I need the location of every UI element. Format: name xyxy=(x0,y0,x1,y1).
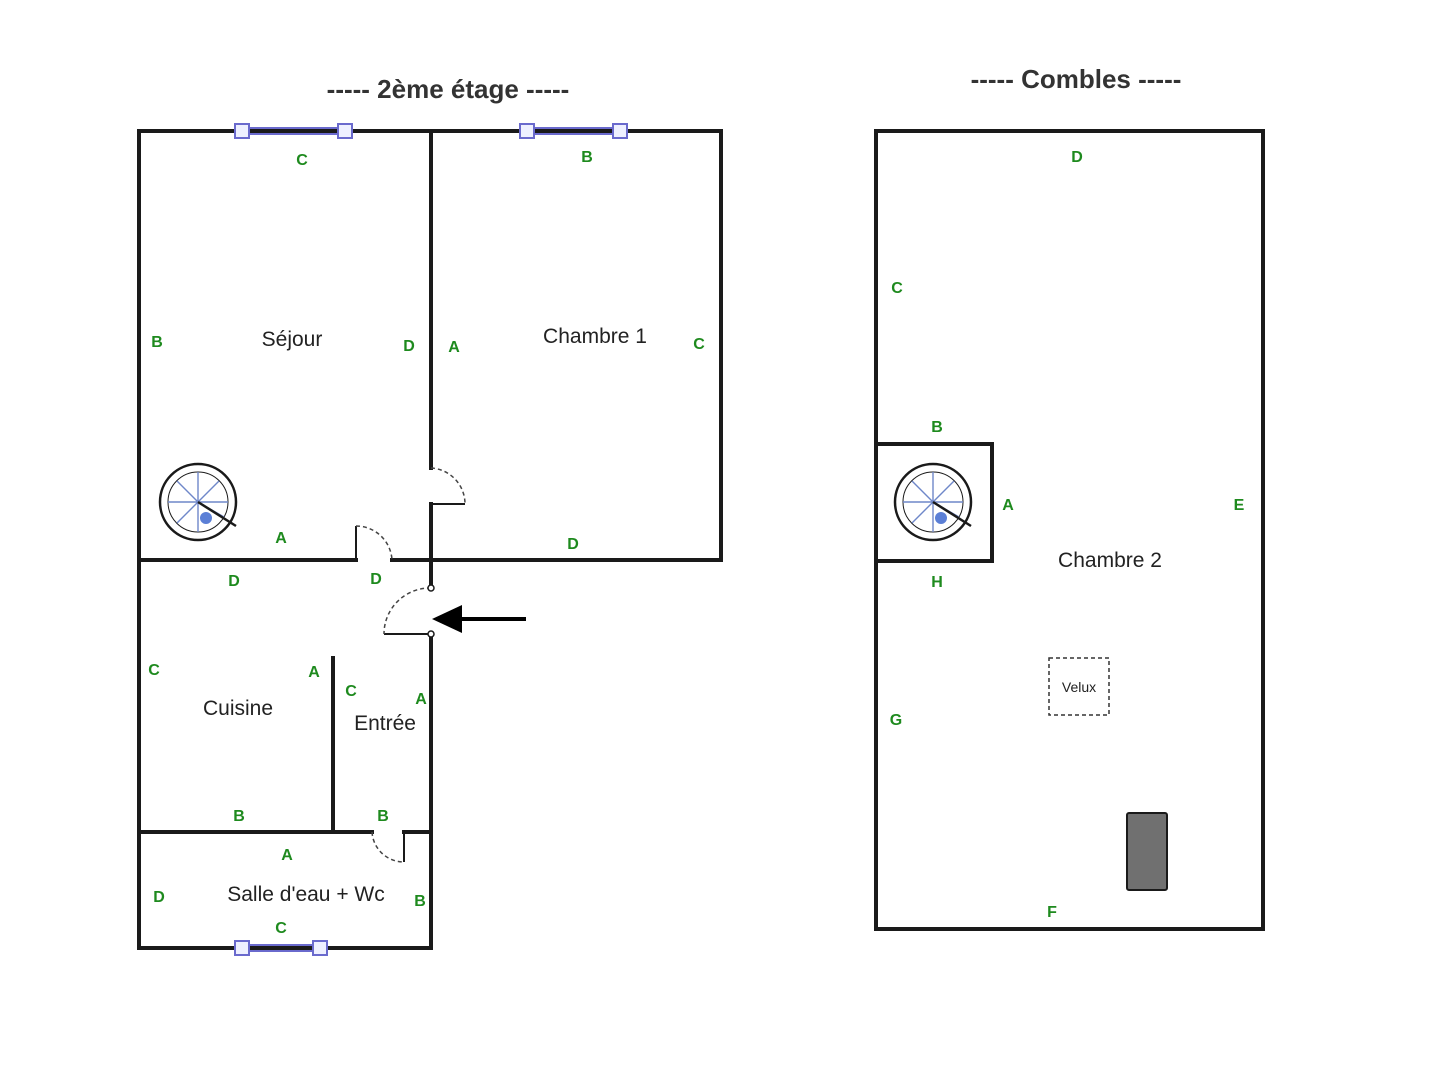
floor-title: ----- Combles ----- xyxy=(971,64,1182,94)
wall-label: B xyxy=(931,419,943,436)
wall-label: C xyxy=(345,683,357,700)
floor-2eme-etage: ----- 2ème étage ----- xyxy=(137,74,723,956)
wall-label: D xyxy=(567,536,579,553)
wall-label: C xyxy=(296,152,308,169)
velux-label: Velux xyxy=(1062,679,1096,695)
wall-label: A xyxy=(281,847,293,864)
walls xyxy=(874,129,1265,931)
wall-label: C xyxy=(275,920,287,937)
wall-label: D xyxy=(228,573,240,590)
window-icon xyxy=(234,940,328,956)
floor-title: ----- 2ème étage ----- xyxy=(327,74,570,104)
window-icon xyxy=(519,123,628,139)
wall-label: D xyxy=(403,338,415,355)
wall-label: A xyxy=(275,530,287,547)
wall-label: B xyxy=(377,808,389,825)
door-icon xyxy=(430,467,466,505)
entrance-arrow-icon xyxy=(432,605,526,633)
room-label-sejour: Séjour xyxy=(262,328,323,351)
wall-label: A xyxy=(1002,497,1014,514)
room-label-chambre-1: Chambre 1 xyxy=(543,325,647,348)
door-icon xyxy=(383,584,435,638)
wall-label: C xyxy=(148,662,160,679)
wall-label: H xyxy=(931,574,943,591)
room-label-cuisine: Cuisine xyxy=(203,697,273,720)
spiral-staircase-icon xyxy=(158,462,238,542)
wall-label: A xyxy=(415,691,427,708)
wall-label: C xyxy=(891,280,903,297)
spiral-staircase-icon xyxy=(893,462,973,542)
wall-label: G xyxy=(890,712,902,729)
wall-label: D xyxy=(1071,149,1083,166)
wall-label: B xyxy=(414,893,426,910)
wall-label: D xyxy=(153,889,165,906)
wall-label: A xyxy=(448,339,460,356)
wall-label: A xyxy=(308,664,320,681)
walls xyxy=(137,129,723,950)
chimney-icon xyxy=(1126,812,1168,891)
wall-label: B xyxy=(151,334,163,351)
floor-combles: ----- Combles ----- xyxy=(874,64,1265,931)
room-label-salle-eau: Salle d'eau + Wc xyxy=(227,883,385,906)
wall-label: B xyxy=(233,808,245,825)
velux-window: Velux xyxy=(1048,657,1110,716)
wall-label: F xyxy=(1047,904,1057,921)
wall-label: B xyxy=(581,149,593,166)
window-icon xyxy=(234,123,353,139)
wall-label: D xyxy=(370,571,382,588)
wall-label: E xyxy=(1234,497,1245,514)
door-icon xyxy=(371,831,405,863)
wall-label: C xyxy=(693,336,705,353)
door-icon xyxy=(355,525,393,561)
room-label-entree: Entrée xyxy=(354,712,416,735)
room-label-chambre-2: Chambre 2 xyxy=(1058,549,1162,572)
